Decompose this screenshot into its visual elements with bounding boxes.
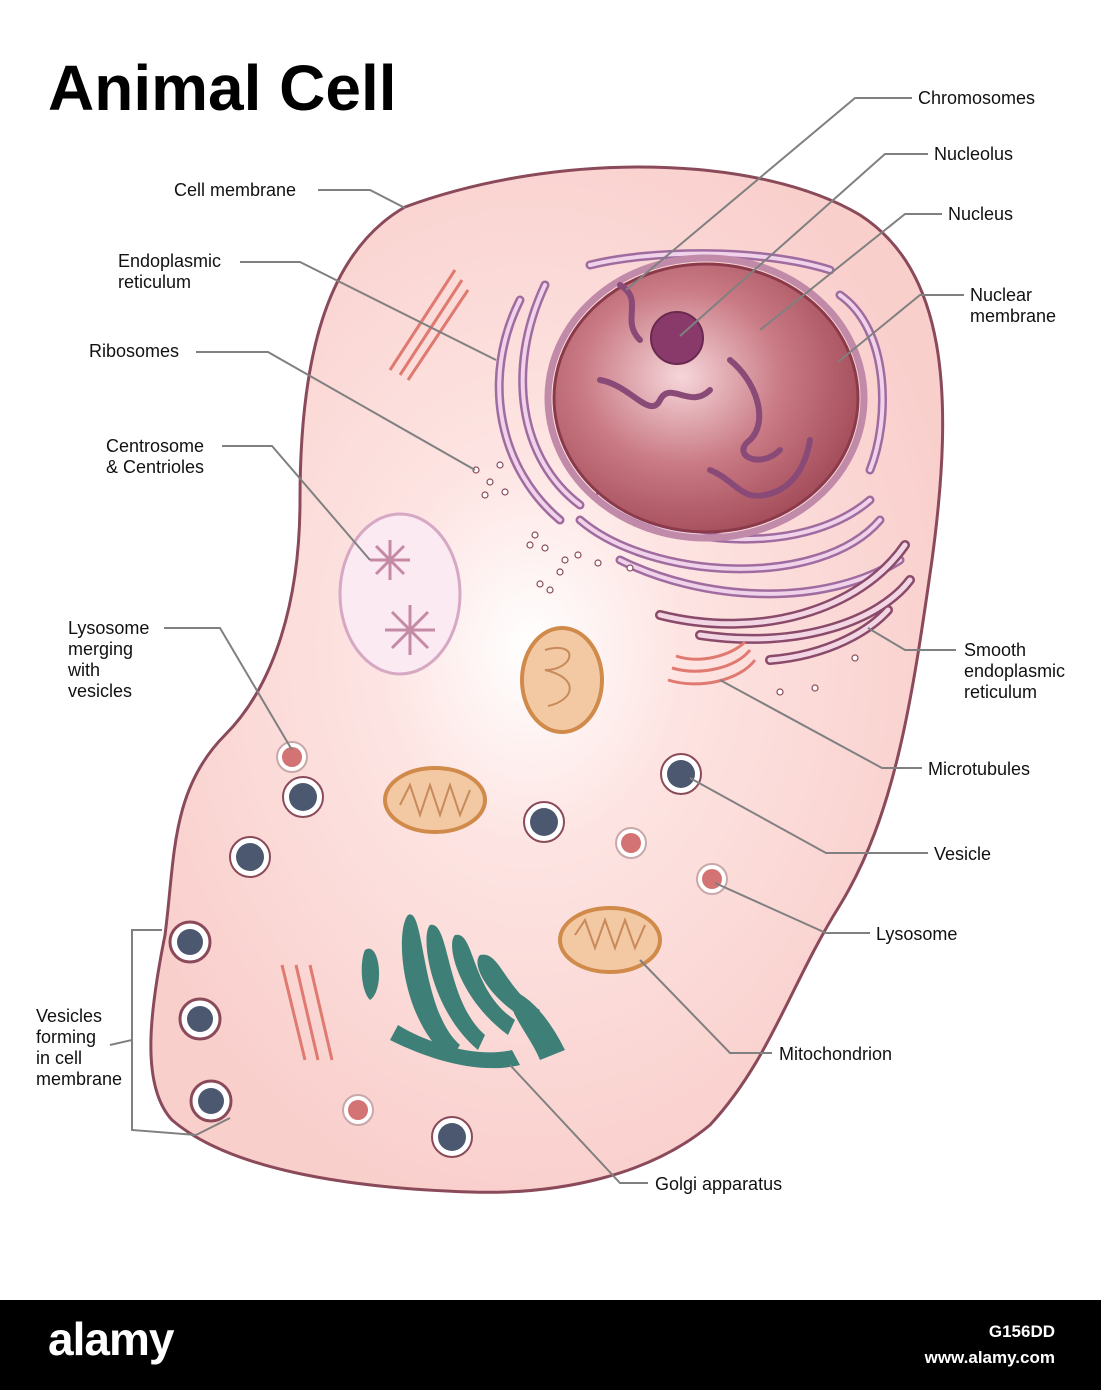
label-centrosome-1: Centrosome [106,436,204,456]
microtubules [280,269,757,1061]
lysosomes [276,741,728,1126]
label-lysosome: Lysosome [876,924,957,944]
label-chromosomes: Chromosomes [918,88,1035,108]
nucleus [552,262,860,534]
label-lysosome-merging-2: merging [68,639,133,659]
diagram-title: Animal Cell [48,52,397,124]
label-smooth-er-3: reticulum [964,682,1037,702]
ribosomes [472,461,859,696]
label-microtubules: Microtubules [928,759,1030,779]
vesicles [229,753,702,1158]
label-vesicles-forming-4: membrane [36,1069,122,1089]
label-lysosome-merging-3: with [67,660,100,680]
label-smooth-er-2: endoplasmic [964,661,1065,681]
centrosome [338,512,462,676]
label-cell-membrane: Cell membrane [174,180,296,200]
label-lysosome-merging-1: Lysosome [68,618,149,638]
watermark-footer: alamy G156DD www.alamy.com [0,1300,1101,1390]
leader-lines [109,97,964,1184]
nucleolus [650,311,704,365]
brand-logo: alamy [48,1313,174,1365]
label-smooth-er-1: Smooth [964,640,1026,660]
label-golgi: Golgi apparatus [655,1174,782,1194]
label-vesicles-forming-2: forming [36,1027,96,1047]
label-nuclear-membrane-1: Nuclear [970,285,1032,305]
label-vesicle: Vesicle [934,844,991,864]
label-centrosome-2: & Centrioles [106,457,204,477]
label-vesicles-forming-1: Vesicles [36,1006,102,1026]
label-lysosome-merging-4: vesicles [68,681,132,701]
label-nucleolus: Nucleolus [934,144,1013,164]
label-er-2: reticulum [118,272,191,292]
animal-cell-diagram: Animal Cell [36,52,1065,1194]
smooth-endoplasmic-reticulum [655,540,915,665]
label-vesicles-forming-3: in cell [36,1048,82,1068]
label-mitochondrion: Mitochondrion [779,1044,892,1064]
brand-url: www.alamy.com [924,1348,1055,1367]
diagram-stage: Animal Cell [36,52,1065,1194]
nuclear-membrane [544,254,868,542]
labels: Chromosomes Nucleolus Nucleus Nuclear me… [36,88,1065,1194]
vesicles-forming-group [168,920,233,1123]
golgi-apparatus [361,914,565,1069]
image-id: G156DD [988,1322,1055,1341]
label-ribosomes: Ribosomes [89,341,179,361]
label-nucleus: Nucleus [948,204,1013,224]
mitochondria [383,626,662,974]
label-er-1: Endoplasmic [118,251,221,271]
label-nuclear-membrane-2: membrane [970,306,1056,326]
